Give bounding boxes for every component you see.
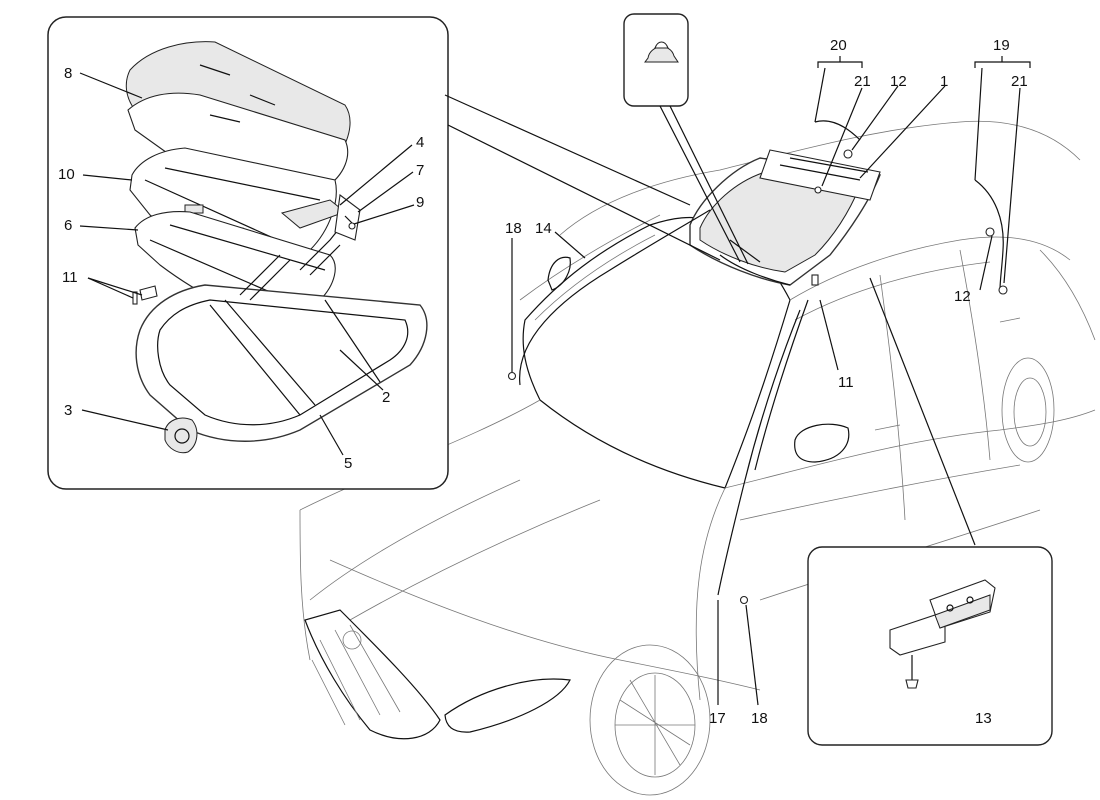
callout-19: 19 — [993, 37, 1010, 54]
callout-18-left: 18 — [505, 220, 522, 237]
callout-17: 17 — [709, 710, 726, 727]
callout-8: 8 — [64, 65, 72, 82]
leader-lines — [79, 56, 1031, 706]
drain-tubes — [519, 120, 1004, 596]
callout-2: 2 — [382, 389, 390, 406]
car-fasteners — [507, 149, 1008, 605]
callout-11-inset: 11 — [62, 269, 78, 286]
callout-21-right: 21 — [1011, 73, 1028, 90]
callout-11-car: 11 — [838, 374, 854, 391]
callout-12-top: 12 — [890, 73, 907, 90]
callout-10: 10 — [58, 166, 75, 183]
callout-3: 3 — [64, 402, 72, 419]
callout-7: 7 — [416, 162, 424, 179]
callout-6: 6 — [64, 217, 72, 234]
grommet-detail-panel — [623, 13, 749, 265]
callout-5: 5 — [344, 455, 352, 472]
hinge-detail-panel — [807, 277, 1053, 746]
callout-9: 9 — [416, 194, 424, 211]
callout-21-left: 21 — [854, 73, 871, 90]
callout-13: 13 — [975, 710, 992, 727]
callout-12-side: 12 — [954, 288, 971, 305]
callout-14: 14 — [535, 220, 552, 237]
callout-4: 4 — [416, 134, 424, 151]
callout-18-lower: 18 — [751, 710, 768, 727]
exploded-view-panel — [47, 16, 449, 490]
car-body-illustration — [299, 120, 1096, 796]
leader-lines-inset — [444, 94, 721, 261]
callout-1: 1 — [940, 73, 948, 90]
callout-labels: 8 10 6 11 3 5 2 4 7 9 20 19 21 12 1 21 1… — [58, 37, 1028, 727]
callout-20: 20 — [830, 37, 847, 54]
